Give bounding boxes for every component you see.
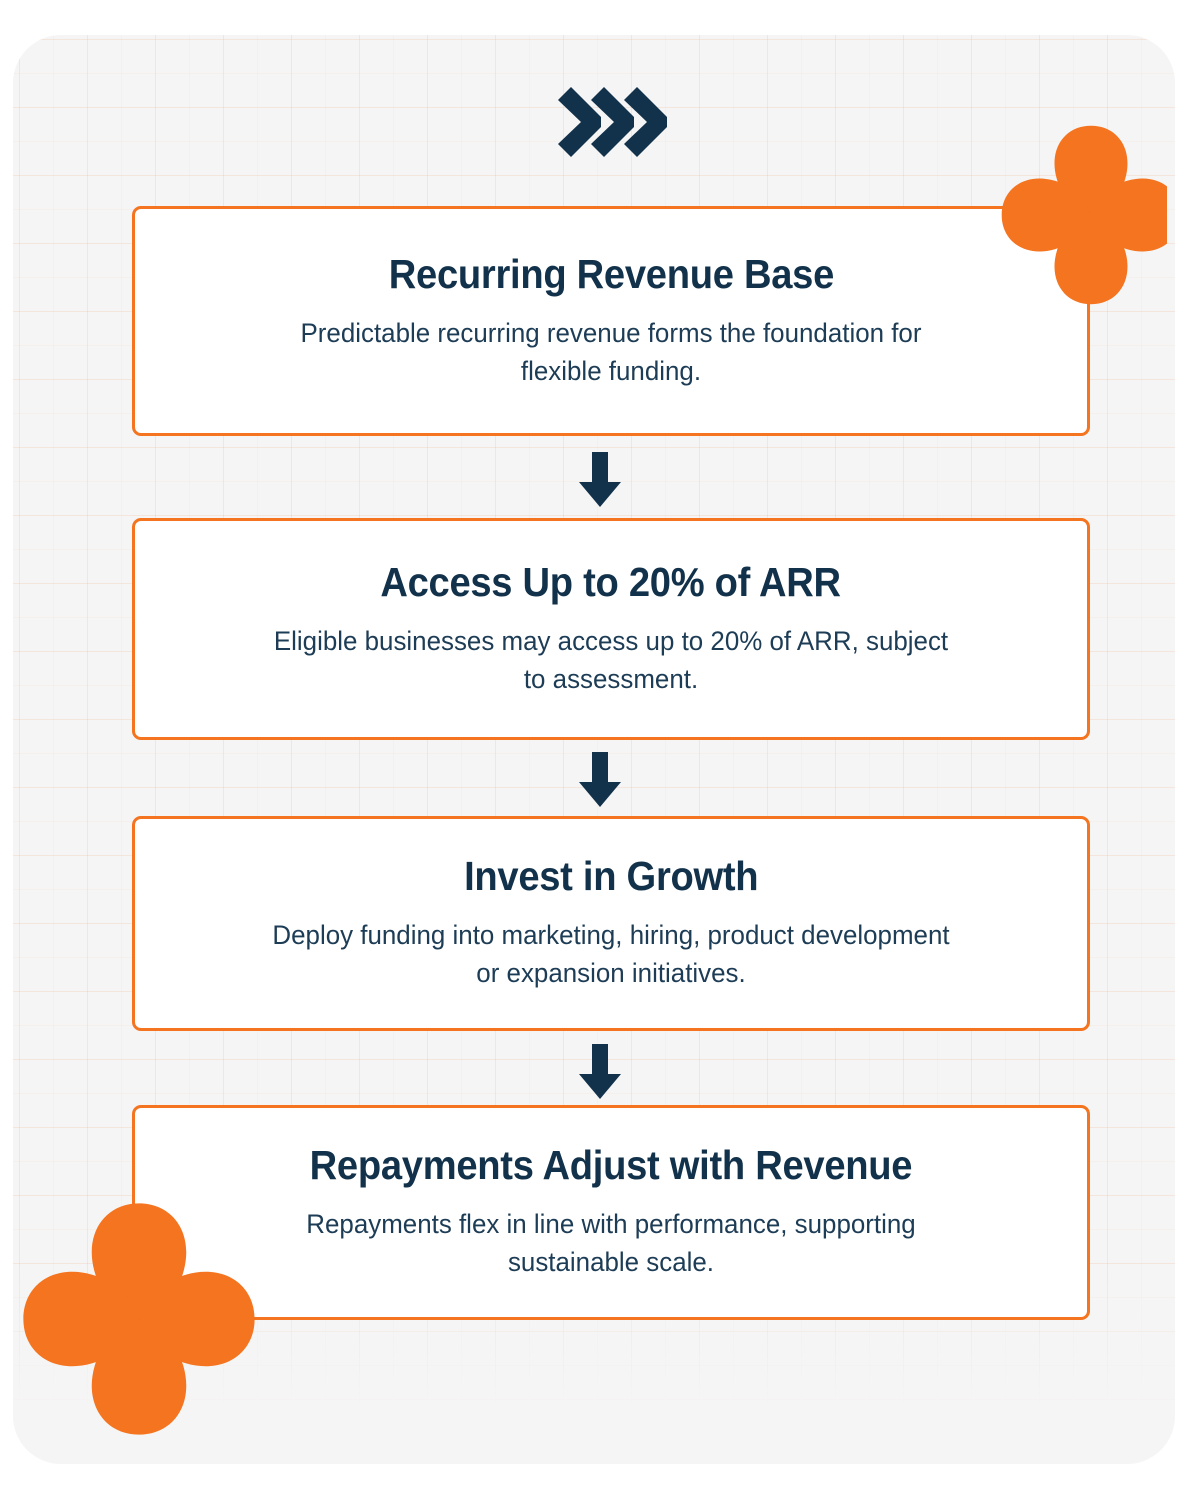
flow-step-card[interactable]: Recurring Revenue Base Predictable recur… [132, 206, 1090, 436]
flow-step-title: Invest in Growth [463, 853, 759, 900]
flow-step-description: Eligible businesses may access up to 20%… [273, 625, 949, 694]
arrow-down-icon [578, 752, 622, 808]
arrow-down-icon [578, 1044, 622, 1100]
flow-step-card[interactable]: Repayments Adjust with Revenue Repayment… [132, 1105, 1090, 1320]
flow-step-description: Deploy funding into marketing, hiring, p… [272, 920, 950, 989]
flow-step-title: Repayments Adjust with Revenue [309, 1142, 913, 1189]
flow-step-title: Access Up to 20% of ARR [380, 558, 842, 605]
arrow-down-icon [578, 452, 622, 508]
flow-step-description: Repayments flex in line with performance… [306, 1209, 916, 1278]
flow-step-card[interactable]: Invest in Growth Deploy funding into mar… [132, 816, 1090, 1031]
flow-step-title: Recurring Revenue Base [388, 250, 834, 297]
flow-step-card[interactable]: Access Up to 20% of ARR Eligible busines… [132, 518, 1090, 740]
triple-chevron-right-icon [552, 86, 672, 158]
four-petal-flower-bottom-left-icon [16, 1196, 262, 1442]
four-petal-flower-top-right-icon [996, 120, 1186, 310]
flow-step-description: Predictable recurring revenue forms the … [300, 317, 922, 386]
